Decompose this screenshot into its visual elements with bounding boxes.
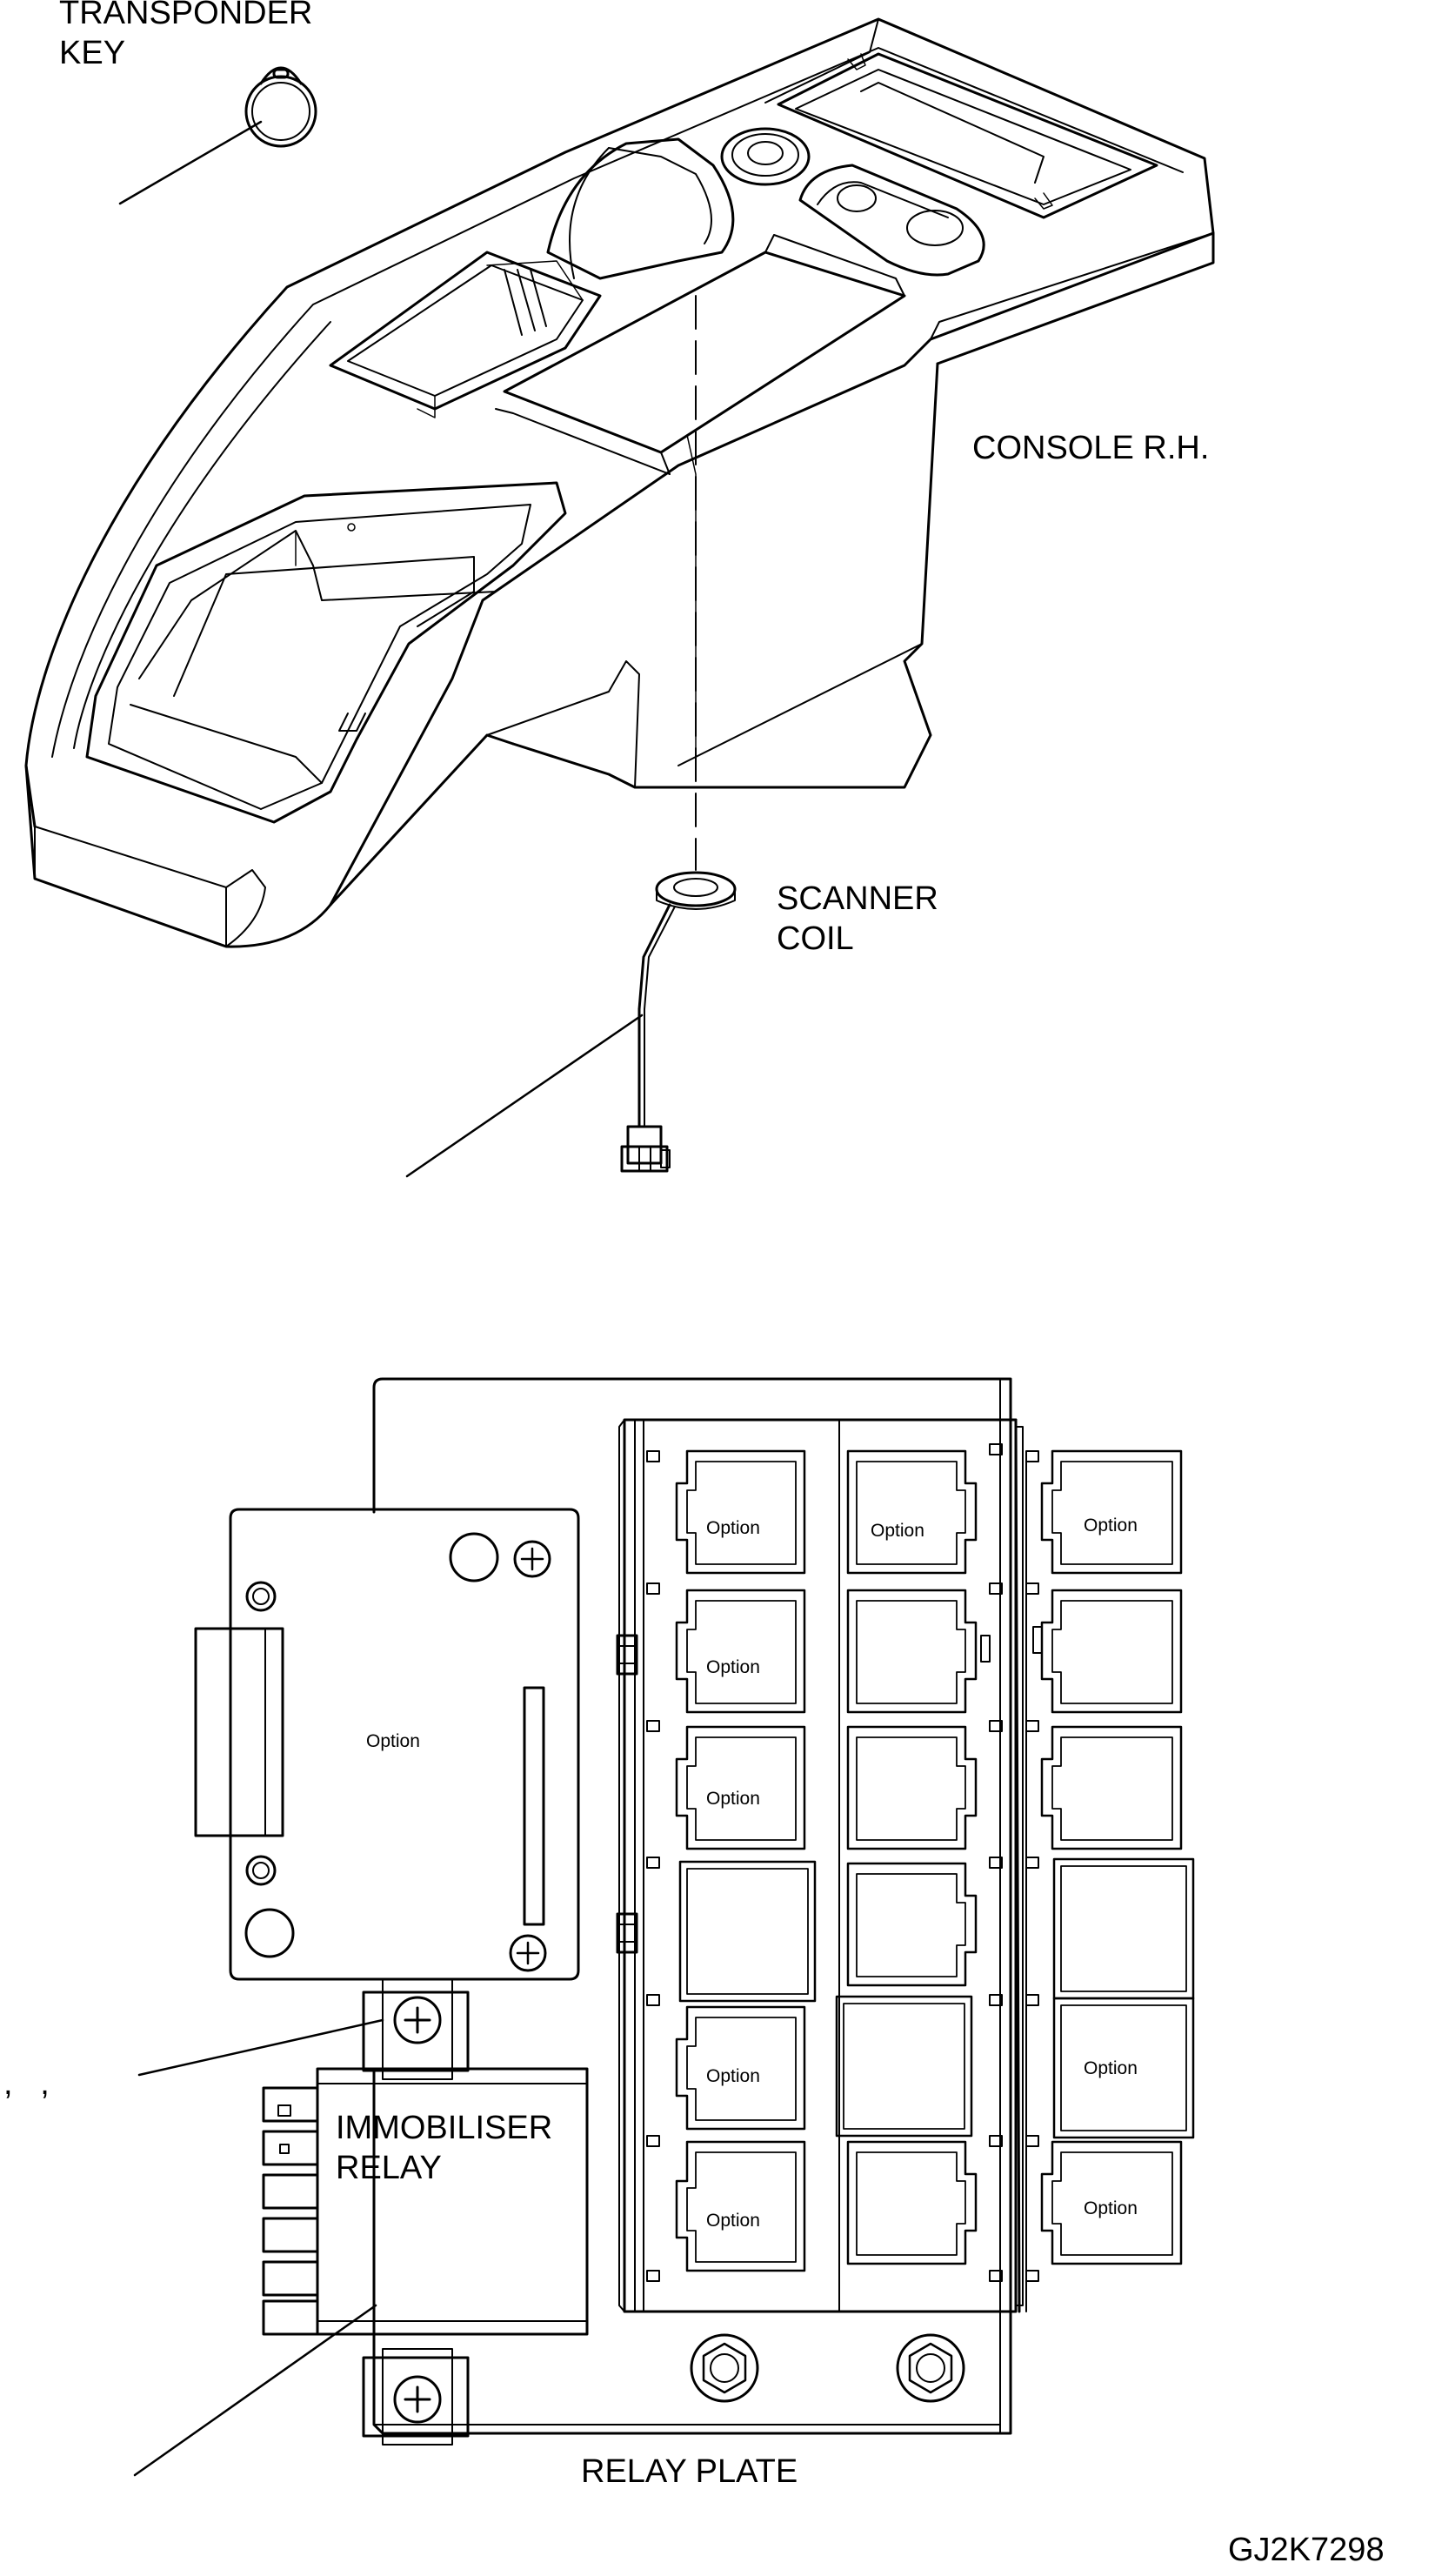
option-label-r2c1: Option <box>706 1657 760 1677</box>
option-label-r6c3: Option <box>1084 2198 1138 2218</box>
option-module <box>194 1508 580 1981</box>
option-label-r6c1: Option <box>706 2211 760 2231</box>
scanner-coil-leader <box>405 1014 644 1178</box>
option-label-r5c3: Option <box>1084 2058 1138 2078</box>
scanner-coil-label: SCANNER COIL <box>777 880 938 957</box>
option-label-r1c2: Option <box>871 1521 924 1541</box>
option-label-r5c1: Option <box>706 2066 760 2086</box>
relay-plate <box>372 1377 1012 2435</box>
stray-mark: , , <box>3 2065 50 2102</box>
relay-plate-label: RELAY PLATE <box>581 2453 798 2490</box>
immobiliser-relay <box>262 1978 589 2446</box>
relay-column-left <box>675 1449 817 2272</box>
option-label-r1c1: Option <box>706 1518 760 1538</box>
relay-column-middle <box>835 1449 978 2265</box>
option-label-r1c3: Option <box>1084 1515 1138 1536</box>
transponder-key <box>244 66 317 148</box>
option-labels: Option Option Option Option Option Optio… <box>366 1515 1138 2231</box>
drawing-number: GJ2K7298 <box>1228 2532 1385 2568</box>
plate-nut-right <box>896 2333 965 2403</box>
console-rh <box>24 17 1215 948</box>
screw-leader <box>137 2018 384 2077</box>
relay-column-right <box>1040 1449 1195 2265</box>
scanner-coil <box>637 871 737 1128</box>
transponder-key-leader <box>118 120 263 205</box>
immobiliser-relay-leader <box>133 2304 377 2477</box>
option-label-r3c1: Option <box>706 1789 760 1809</box>
transponder-key-label: TRANSPONDER KEY <box>59 0 313 71</box>
option-label-module: Option <box>366 1731 420 1751</box>
immobiliser-relay-label: IMMOBILISER RELAY <box>336 2110 553 2186</box>
rack-nut-upper <box>616 1634 638 1676</box>
rack-tabs <box>646 1443 1043 2282</box>
relay-rack <box>618 1418 1027 2313</box>
console-label: CONSOLE R.H. <box>972 430 1210 466</box>
rack-nut-lower <box>616 1912 638 1954</box>
scanner-coil-connector <box>620 1125 671 1173</box>
plate-nut-left <box>690 2333 759 2403</box>
